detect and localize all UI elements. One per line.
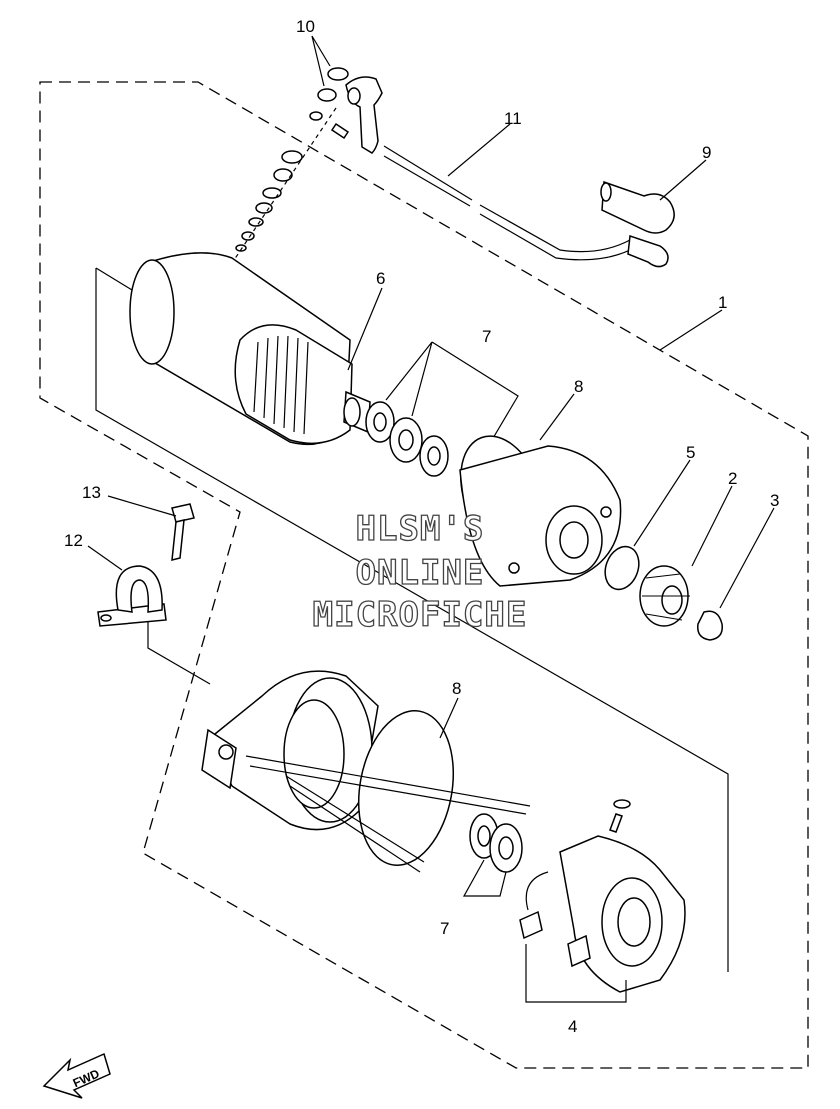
nut-washer-set [229,67,349,267]
callout-7-upper: 7 [482,327,491,346]
o-ring [604,545,640,591]
terminal-boot [600,180,675,234]
callout-2: 2 [728,469,737,488]
holder-bracket [97,565,167,627]
pinion-gear [639,565,690,627]
brush-holder-plate [519,799,686,1003]
callouts: 10 11 9 1 6 7 8 5 2 3 13 12 8 7 4 [64,17,779,1036]
front-cover [459,435,622,587]
rear-housing [201,670,379,831]
assembly-boundary [39,81,809,1069]
washers-upper [365,341,519,477]
watermark-line-1: HLSM'S [356,509,485,549]
leader-lines [87,35,775,739]
callout-8-lower: 8 [452,679,461,698]
callout-11: 11 [504,109,522,128]
callout-7-lower: 7 [440,919,449,938]
callout-5: 5 [686,443,695,462]
callout-13: 13 [82,483,101,502]
circlip [697,610,723,641]
bolt [171,503,195,561]
callout-8-upper: 8 [574,377,583,396]
chain-lines [95,267,729,972]
through-bolts [245,755,531,873]
callout-9: 9 [702,143,711,162]
callout-1: 1 [718,293,727,312]
fwd-arrow-icon: FWD [42,1052,111,1099]
watermark-line-2: ONLINE [356,553,485,593]
washers-lower [462,813,523,897]
callout-10: 10 [296,17,315,36]
callout-4: 4 [568,1017,577,1036]
callout-3: 3 [770,491,779,510]
o-ring-lower [357,710,455,866]
yoke-housing [129,252,371,446]
watermark-line-3: MICROFICHE [313,595,528,635]
callout-12: 12 [64,531,83,550]
lead-wire [330,76,669,268]
callout-6: 6 [376,269,385,288]
watermark: HLSM'S ONLINE MICROFICHE [312,508,528,635]
